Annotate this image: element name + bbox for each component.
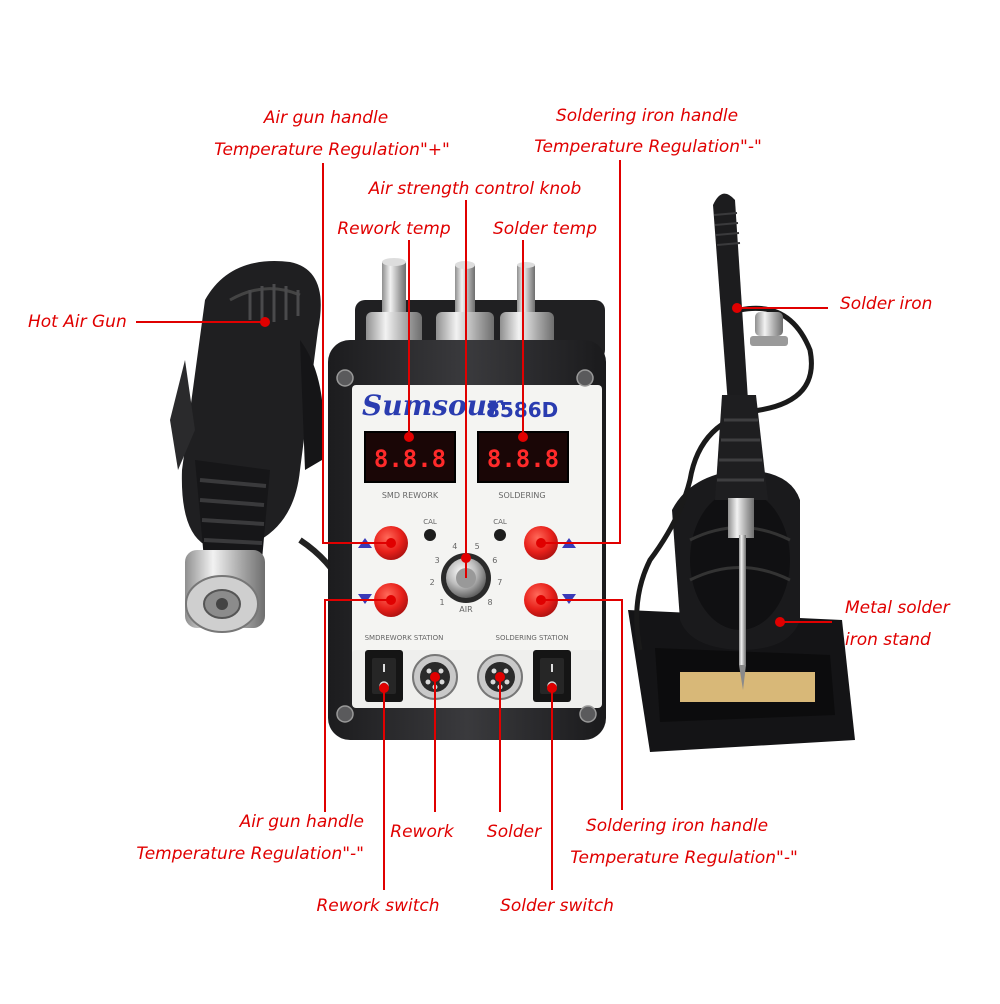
callout-iron-minus-bottom-line2: Temperature Regulation"-" bbox=[570, 848, 798, 868]
callout-solder-temp: Solder temp bbox=[492, 219, 598, 239]
cal-button-right[interactable] bbox=[494, 529, 506, 541]
callout-lines bbox=[136, 160, 832, 890]
callout-rework: Rework bbox=[390, 822, 454, 842]
knob-scale-number: 7 bbox=[497, 578, 502, 587]
knob-scale-number: 5 bbox=[475, 542, 480, 551]
callout-stand-line1: Metal solder bbox=[845, 598, 950, 618]
solder-temp-readout: 8.8.8 bbox=[487, 445, 559, 473]
solder-switch[interactable] bbox=[533, 650, 571, 702]
brand-logo: Sumsour bbox=[362, 389, 504, 422]
callout-air-gun-minus-line1: Air gun handle bbox=[239, 812, 364, 832]
rework-station-caption: SMDREWORK STATION bbox=[365, 634, 444, 642]
callout-air-gun-plus-line2: Temperature Regulation"+" bbox=[214, 140, 450, 160]
rework-temp-readout: 8.8.8 bbox=[374, 445, 446, 473]
callout-iron-minus-top-line1: Soldering iron handle bbox=[555, 106, 739, 126]
callout-iron-minus-bottom-line1: Soldering iron handle bbox=[585, 816, 769, 836]
callout-air-gun-minus-line2: Temperature Regulation"-" bbox=[136, 844, 364, 864]
knob-scale-number: 6 bbox=[492, 556, 497, 565]
callout-rework-temp: Rework temp bbox=[337, 219, 451, 239]
callout-dots bbox=[260, 303, 785, 693]
solder-temp-display bbox=[477, 431, 569, 483]
callout-solder-iron: Solder iron bbox=[840, 294, 933, 314]
callout-iron-minus-top-line2: Temperature Regulation"-" bbox=[534, 137, 762, 157]
callout-stand-line2: iron stand bbox=[845, 630, 931, 650]
hot-air-gun bbox=[170, 261, 324, 633]
solder-iron bbox=[713, 193, 768, 690]
knob-scale-number: 8 bbox=[487, 598, 492, 607]
knob-scale-number: 4 bbox=[452, 542, 457, 551]
knob-scale-number: 1 bbox=[439, 598, 444, 607]
iron-plug bbox=[750, 312, 788, 346]
callout-rework-switch: Rework switch bbox=[316, 896, 440, 916]
soldering-display-caption: SOLDERING bbox=[498, 491, 545, 500]
callout-air-knob: Air strength control knob bbox=[368, 179, 582, 199]
callout-hot-air-gun: Hot Air Gun bbox=[28, 312, 127, 332]
callout-solder-switch: Solder switch bbox=[500, 896, 614, 916]
air-knob-scale: 1 2 3 4 5 6 7 8 bbox=[430, 542, 503, 607]
cal-label-right: CAL bbox=[493, 518, 507, 526]
knob-scale-number: 3 bbox=[435, 556, 440, 565]
knob-scale-number: 2 bbox=[430, 578, 435, 587]
rework-display-caption: SMD REWORK bbox=[382, 491, 439, 500]
air-label: AIR bbox=[459, 605, 473, 614]
cal-label-left: CAL bbox=[423, 518, 437, 526]
rework-switch[interactable] bbox=[365, 650, 403, 702]
callout-solder: Solder bbox=[486, 822, 542, 842]
callout-air-gun-plus-line1: Air gun handle bbox=[263, 108, 389, 128]
iron-cable bbox=[634, 305, 814, 651]
sponge bbox=[680, 672, 815, 702]
cal-button-left[interactable] bbox=[424, 529, 436, 541]
soldering-station-caption: SOLDERING STATION bbox=[496, 634, 569, 642]
